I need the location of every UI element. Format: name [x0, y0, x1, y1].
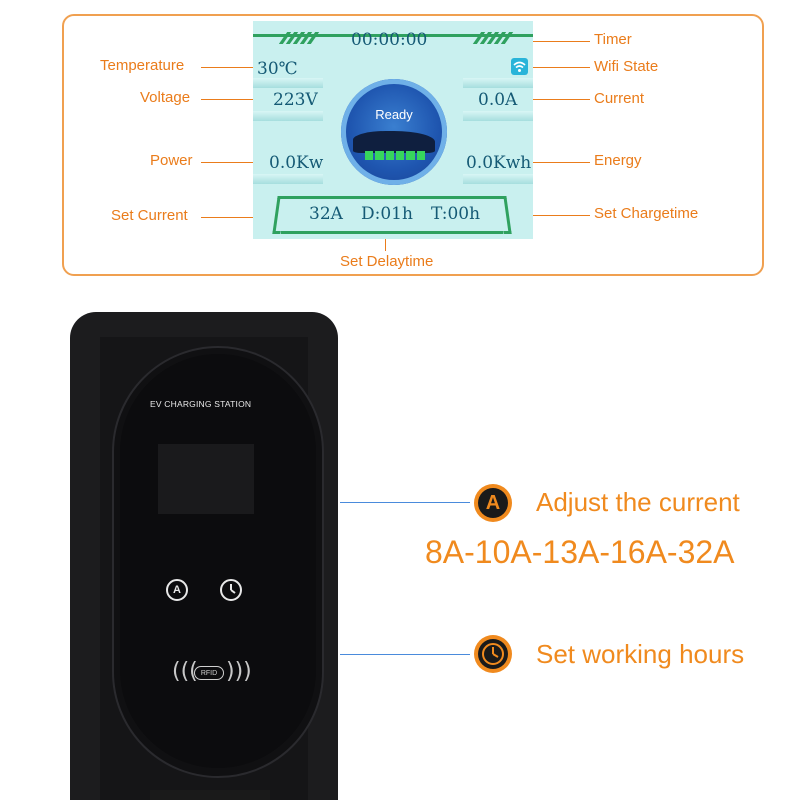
- lcd-power: 0.0Kw: [269, 153, 324, 173]
- lcd-temperature: 30℃: [257, 59, 298, 79]
- nfc-waves-right-icon: ))): [226, 659, 252, 684]
- lcd-delay: D:01h: [361, 204, 413, 224]
- battery-level-bars: [365, 151, 425, 160]
- label-energy: Energy: [594, 152, 642, 169]
- connector-hours: [340, 654, 470, 655]
- label-set-delaytime: Set Delaytime: [340, 253, 434, 270]
- lcd-band: [253, 174, 323, 184]
- nfc-waves-left-icon: (((: [172, 659, 198, 684]
- current-adjust-button[interactable]: A: [166, 579, 188, 601]
- label-voltage: Voltage: [140, 89, 191, 106]
- lcd-screen: 00:00:00 30℃ 223V 0.0A 0.0Kw 0.0Kwh Read…: [253, 21, 533, 239]
- clock-icon: [230, 584, 236, 594]
- charger-front-panel: [120, 354, 316, 768]
- lcd-voltage: 223V: [273, 90, 318, 110]
- clock-icon: [478, 639, 508, 669]
- connector-current: [340, 502, 470, 503]
- current-options-text: 8A-10A-13A-16A-32A: [425, 534, 735, 570]
- lcd-set-current: 32A: [309, 204, 343, 224]
- lcd-band: [253, 111, 323, 121]
- lcd-band: [463, 174, 533, 184]
- rfid-reader[interactable]: RFID: [194, 666, 224, 680]
- leader-energy: [530, 162, 590, 163]
- lcd-band: [253, 78, 323, 88]
- label-set-chargetime: Set Chargetime: [594, 205, 699, 222]
- lcd-band: [463, 78, 533, 88]
- charging-cable: [150, 790, 270, 800]
- set-hours-icon: [474, 635, 512, 673]
- leader-temperature: [201, 67, 256, 68]
- label-wifi-state: Wifi State: [594, 58, 659, 75]
- leader-current: [522, 99, 590, 100]
- adjust-current-icon: A: [474, 484, 512, 522]
- device-title: EV CHARGING STATION: [150, 399, 252, 409]
- ready-status-dial: Ready: [341, 79, 447, 185]
- device-screen: [158, 444, 254, 514]
- adjust-current-text: Adjust the current: [536, 487, 740, 517]
- lcd-top-bar: [253, 34, 533, 37]
- wifi-icon: [511, 58, 528, 75]
- leader-voltage: [201, 99, 273, 100]
- lcd-band: [463, 111, 533, 121]
- car-icon: [353, 131, 435, 153]
- status-text: Ready: [375, 107, 413, 122]
- leader-wifi-state: [528, 67, 590, 68]
- label-current: Current: [594, 90, 645, 107]
- settings-bracket: [281, 196, 503, 234]
- lcd-current: 0.0A: [478, 90, 518, 110]
- set-hours-text: Set working hours: [536, 639, 745, 669]
- label-set-current: Set Current: [111, 207, 188, 224]
- label-power: Power: [150, 152, 193, 169]
- lcd-chargetime: T:00h: [431, 204, 481, 224]
- display-diagram-panel: [62, 14, 764, 276]
- leader-power: [201, 162, 273, 163]
- lcd-timer: 00:00:00: [351, 30, 428, 50]
- lcd-energy: 0.0Kwh: [466, 153, 532, 173]
- leader-set-chargetime: [490, 215, 590, 216]
- lcd-slant-right: [469, 32, 517, 44]
- label-timer: Timer: [594, 31, 632, 48]
- timer-button[interactable]: [220, 579, 242, 601]
- label-temperature: Temperature: [100, 57, 185, 74]
- lcd-slant-left: [279, 32, 327, 44]
- adjust-current-icon-letter: A: [478, 488, 508, 518]
